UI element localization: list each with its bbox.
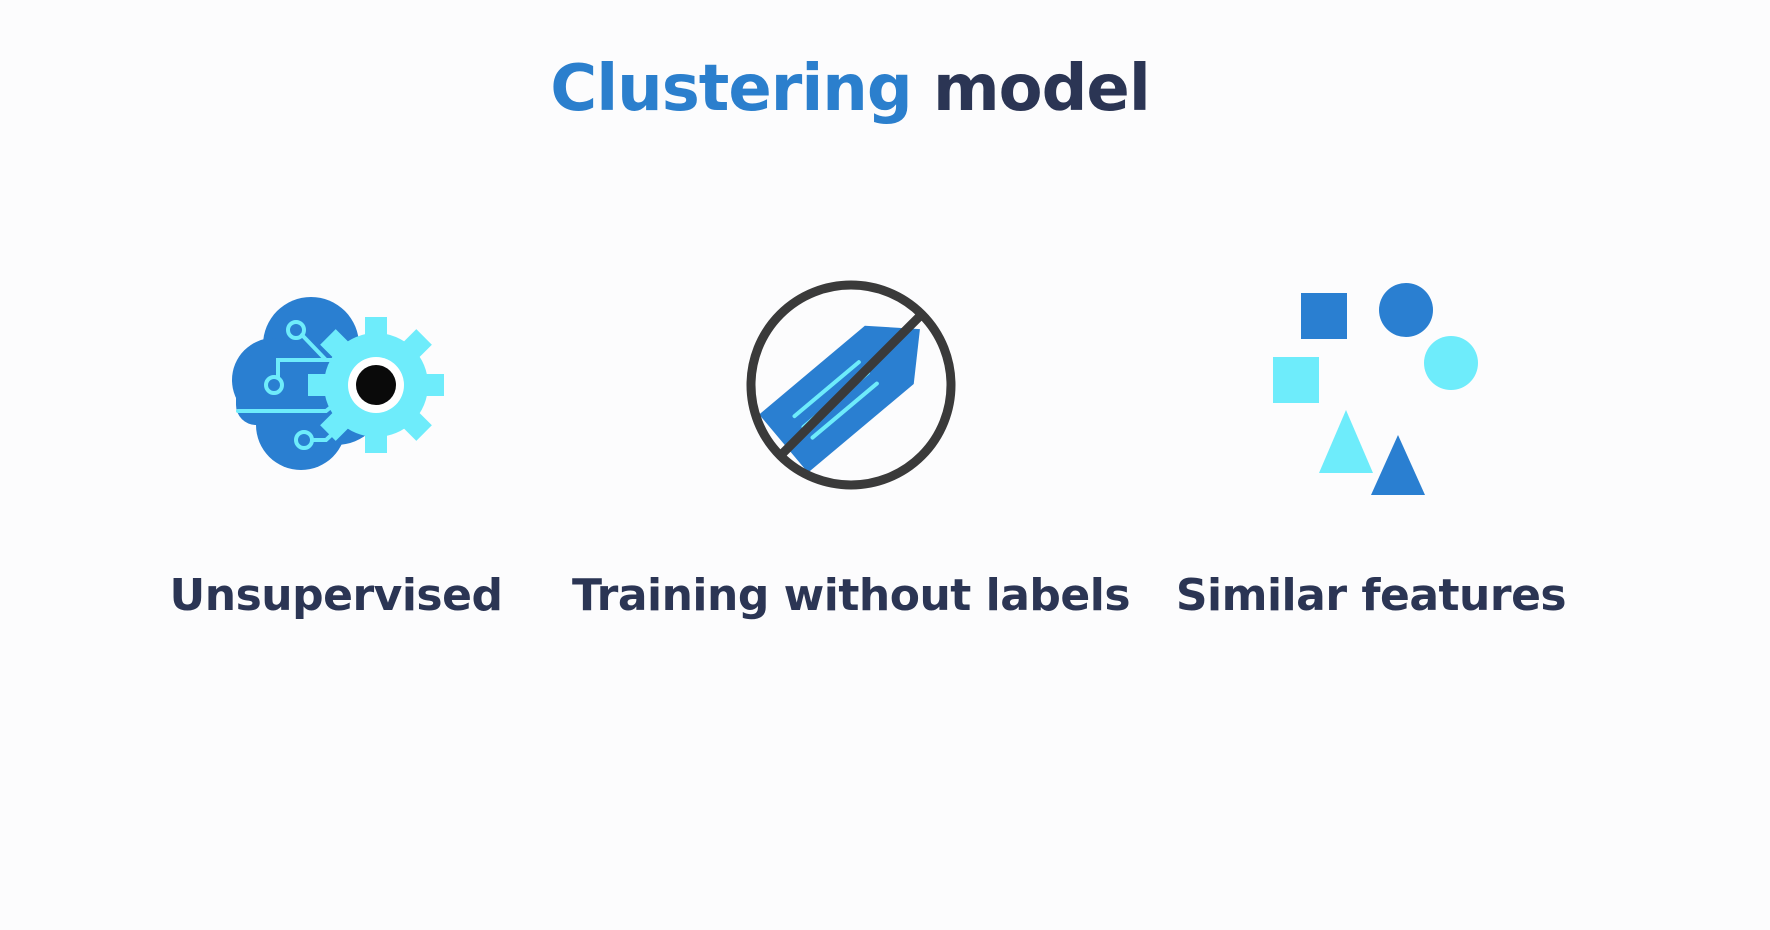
no-label-tag-icon: [571, 270, 1131, 500]
column-training-without-labels: Training without labels: [571, 270, 1131, 621]
column-similar-features: Similar features: [1091, 270, 1651, 621]
title-accent: Clustering: [550, 52, 912, 126]
caption-similar-features: Similar features: [1175, 570, 1567, 621]
column-unsupervised: Unsupervised: [56, 270, 616, 621]
shapes-cluster-icon: [1091, 270, 1651, 500]
caption-unsupervised: Unsupervised: [169, 570, 503, 621]
title-rest: model: [932, 52, 1151, 126]
slide-title: Clustering model: [0, 52, 1700, 126]
caption-training-without-labels: Training without labels: [571, 570, 1131, 621]
cloud-gear-brain-icon: [56, 270, 616, 500]
